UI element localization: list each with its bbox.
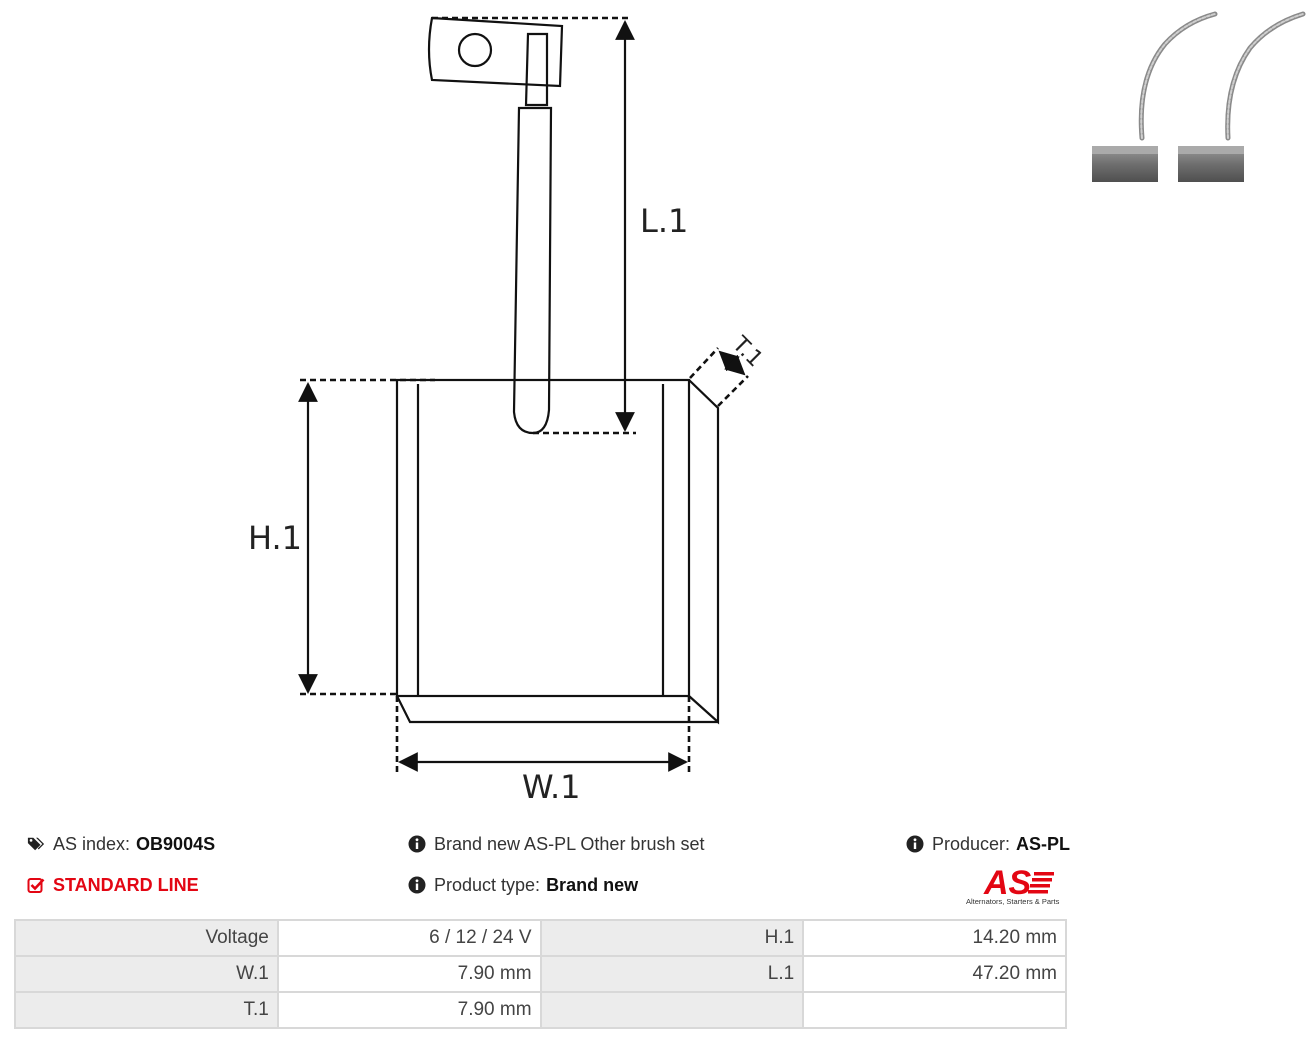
as-index: AS index: OB9004S: [27, 833, 215, 855]
w1-label: W.1: [522, 768, 581, 806]
l1-label: L.1: [640, 202, 688, 240]
product-description: Brand new AS-PL Other brush set: [408, 833, 710, 855]
spec-label: H.1: [539, 919, 805, 957]
spec-label: Voltage: [14, 919, 279, 957]
logo-text: AS: [983, 864, 1032, 902]
brush-block: [395, 378, 691, 698]
product-type-value: Brand new: [546, 875, 639, 895]
terminal-hole: [457, 32, 493, 68]
standard-line: STANDARD LINE: [27, 874, 199, 896]
spec-value: 14.20 mm: [802, 919, 1067, 957]
spec-label: W.1: [14, 955, 279, 993]
as-pl-logo: AS Alternators, Starters & Parts: [966, 864, 1060, 906]
table-row: W.1 7.90 mm L.1 47.20 mm: [14, 955, 1067, 993]
lead-wire: [512, 106, 553, 435]
info-icon: [408, 835, 426, 853]
h1-label: H.1: [248, 519, 302, 557]
table-row: Voltage 6 / 12 / 24 V H.1 14.20 mm: [14, 919, 1067, 957]
table-row: T.1 7.90 mm: [14, 991, 1067, 1029]
info-icon: [408, 876, 426, 894]
checkbox-icon: [27, 878, 45, 893]
spec-label: T.1: [14, 991, 279, 1029]
product-type: Product type: Brand new: [408, 874, 638, 896]
terminal-lug: [427, 16, 564, 88]
producer-label: Producer:: [932, 834, 1011, 854]
spec-value: 47.20 mm: [802, 955, 1067, 993]
spec-value: 6 / 12 / 24 V: [276, 919, 542, 957]
producer-value: AS-PL: [1016, 834, 1071, 854]
tags-icon: [27, 837, 45, 851]
specifications-table: Voltage 6 / 12 / 24 V H.1 14.20 mm W.1 7…: [14, 919, 1067, 1029]
spec-value: 7.90 mm: [276, 955, 542, 993]
spec-value: [802, 991, 1067, 1029]
as-index-label: AS index:: [53, 834, 131, 854]
as-index-value: OB9004S: [136, 834, 216, 854]
t1-dimension: [718, 350, 746, 376]
spec-value: 7.90 mm: [276, 991, 542, 1029]
technical-drawing: L.1 H.1 W.1 T.1: [248, 16, 768, 806]
info-icon: [906, 835, 924, 853]
spec-label: [539, 991, 805, 1029]
logo-tagline: Alternators, Starters & Parts: [966, 897, 1060, 906]
producer: Producer: AS-PL: [906, 833, 1070, 855]
description-text: Brand new AS-PL Other brush set: [434, 834, 705, 854]
t1-label: T.1: [727, 331, 768, 372]
product-photo: [1092, 11, 1306, 182]
standard-line-label: STANDARD LINE: [53, 875, 199, 895]
spec-label: L.1: [539, 955, 805, 993]
product-type-label: Product type:: [434, 875, 541, 895]
